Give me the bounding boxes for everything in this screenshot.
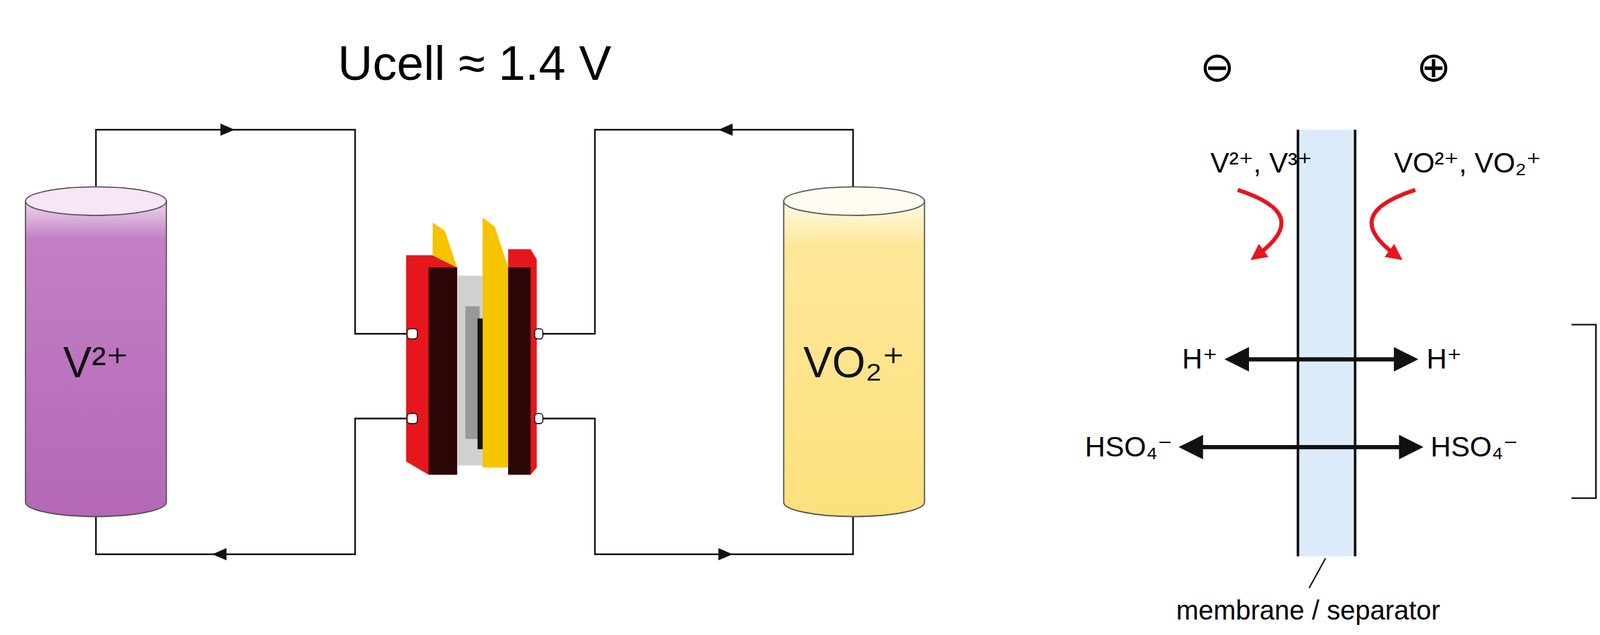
tank-contents: VO₂⁺ [803,337,905,388]
ion-label: H⁺ [1181,343,1218,375]
positive-tank [783,186,925,517]
membrane [1297,129,1356,557]
tank-contents: V²⁺ [63,337,129,388]
bracket [1571,324,1596,498]
ion-label: HSO₄⁻ [1430,431,1519,463]
ion-label: HSO₄⁻ [1085,431,1173,463]
leader-line [1309,558,1326,588]
tank-label-box: V²⁺ [25,219,167,506]
flow-arrow [212,123,733,561]
ion-label: VO²⁺, VO₂⁺ [1393,147,1541,179]
negative-tank [25,186,167,517]
tank-label-box: VO₂⁺ [783,219,925,506]
cell-stack [406,217,543,475]
part-name: membrane / separator [1175,595,1441,625]
pipe [95,129,854,554]
cell-voltage: Ucell ≈ 1.4 V [337,36,612,90]
polarity-symbol: ⊕ [1416,44,1452,90]
polarity-symbol: ⊖ [1200,44,1235,90]
crossover-arrow [1237,189,1416,256]
ion-label: V²⁺, V³⁺ [1210,147,1313,179]
ion-label: H⁺ [1426,343,1463,375]
